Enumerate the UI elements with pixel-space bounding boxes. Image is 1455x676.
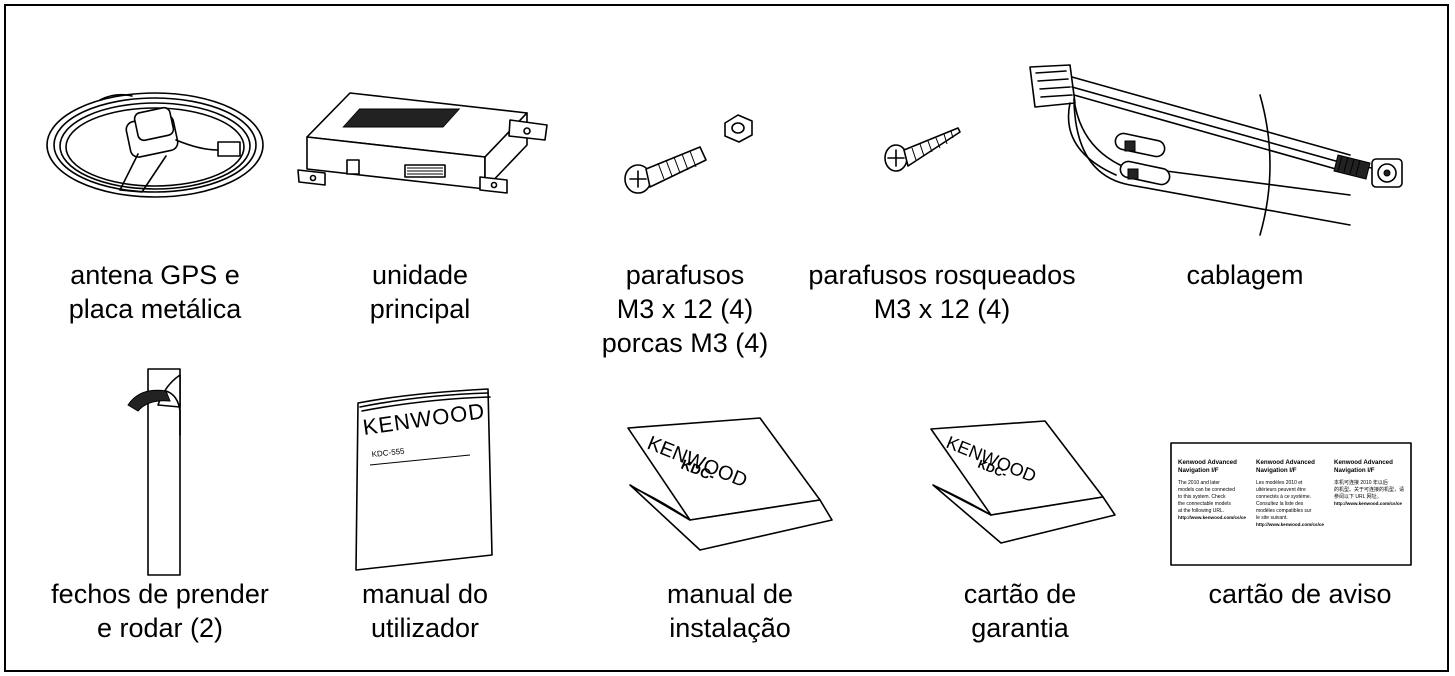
- warning-card-body: 的机型。关于可连接的机型，请: [1334, 486, 1404, 493]
- warning-card-url: http://www.kenwood.com/cs/ce: [1178, 515, 1246, 520]
- gps-antenna-illustration: [40, 80, 270, 210]
- warning-card-title: Navigation I/F: [1256, 467, 1297, 474]
- label-twist-fasteners: fechos de prender e rodar (2): [40, 577, 280, 645]
- label-line: porcas M3 (4): [601, 328, 769, 358]
- warning-card-body: 参阅以下 URL 网址。: [1334, 493, 1382, 500]
- warning-card-url: http://www.kenwood.com/cs/ce: [1256, 522, 1324, 527]
- warning-card-title: Kenwood Advanced: [1334, 459, 1393, 466]
- label-line: antena GPS e: [70, 260, 240, 290]
- warning-card-body: connectés à ce système.: [1256, 494, 1311, 500]
- manual-model: KDC-555: [371, 447, 405, 459]
- label-tapping-screws: parafusos rosqueados M3 x 12 (4): [792, 258, 1092, 326]
- wiring-harness-illustration: [1020, 55, 1440, 245]
- label-warranty-card: cartão de garantia: [935, 577, 1105, 645]
- label-screws-nuts: parafusos M3 x 12 (4) porcas M3 (4): [570, 258, 800, 360]
- warning-card-body: Les modèles 2010 et: [1256, 480, 1303, 486]
- installation-manual-illustration: KENWOOD KDC-: [620, 410, 840, 555]
- label-line: e rodar (2): [96, 613, 224, 643]
- label-line: garantia: [971, 613, 1069, 643]
- warning-card-body: 本机可连接 2010 年以后: [1334, 479, 1388, 486]
- warning-card-title: Kenwood Advanced: [1256, 459, 1315, 466]
- warning-card-title: Navigation I/F: [1178, 467, 1219, 474]
- label-line: manual de: [666, 579, 794, 609]
- warning-card-title: Kenwood Advanced: [1178, 459, 1237, 466]
- tapping-screw-illustration: [880, 120, 970, 180]
- warning-card-body: models can be connected: [1178, 487, 1235, 493]
- label-line: fechos de prender: [51, 579, 269, 609]
- screw-nut-illustration: [620, 105, 770, 200]
- warranty-card-illustration: KENWOOD KDC-: [925, 415, 1125, 550]
- label-line: cartão de aviso: [1208, 579, 1392, 609]
- user-manual-illustration: KENWOOD KDC-555: [350, 385, 500, 575]
- main-unit-illustration: [295, 85, 557, 200]
- label-line: cartão de: [963, 579, 1077, 609]
- label-line: unidade: [371, 260, 469, 290]
- label-wiring-harness: cablagem: [1160, 258, 1330, 292]
- warning-card-body: le site suivant.: [1256, 515, 1288, 521]
- warning-card-body: to this system. Check: [1178, 494, 1226, 500]
- label-line: manual do: [361, 579, 489, 609]
- label-line: parafusos: [625, 260, 745, 290]
- label-line: M3 x 12 (4): [873, 294, 1011, 324]
- label-line: M3 x 12 (4): [616, 294, 754, 324]
- warning-card-body: The 2010 and later: [1178, 480, 1220, 486]
- label-user-manual: manual do utilizador: [340, 577, 510, 645]
- warning-card-body: ultérieurs peuvent être: [1256, 487, 1306, 493]
- label-line: utilizador: [370, 613, 480, 643]
- twist-fastener-illustration: [120, 365, 200, 580]
- label-gps-antenna: antena GPS e placa metálica: [40, 258, 270, 326]
- warning-card-body: at the following URL.: [1178, 508, 1224, 514]
- label-line: parafusos rosqueados: [808, 260, 1076, 290]
- warning-card-title: Navigation I/F: [1334, 467, 1375, 474]
- warning-card-body: Consultez la liste des: [1256, 501, 1304, 507]
- label-warning-card: cartão de aviso: [1180, 577, 1420, 611]
- label-line: placa metálica: [68, 294, 242, 324]
- label-line: principal: [369, 294, 471, 324]
- label-line: cablagem: [1186, 260, 1304, 290]
- diagram-frame: [4, 4, 1449, 672]
- label-installation-manual: manual de instalação: [640, 577, 820, 645]
- label-line: instalação: [669, 613, 791, 643]
- warning-card-body: the connectable models: [1178, 501, 1231, 507]
- warning-card-url: http://www.kenwood.com/cs/ce: [1334, 501, 1402, 506]
- label-main-unit: unidade principal: [330, 258, 510, 326]
- warning-card-body: modèles compatibles sur: [1256, 508, 1312, 514]
